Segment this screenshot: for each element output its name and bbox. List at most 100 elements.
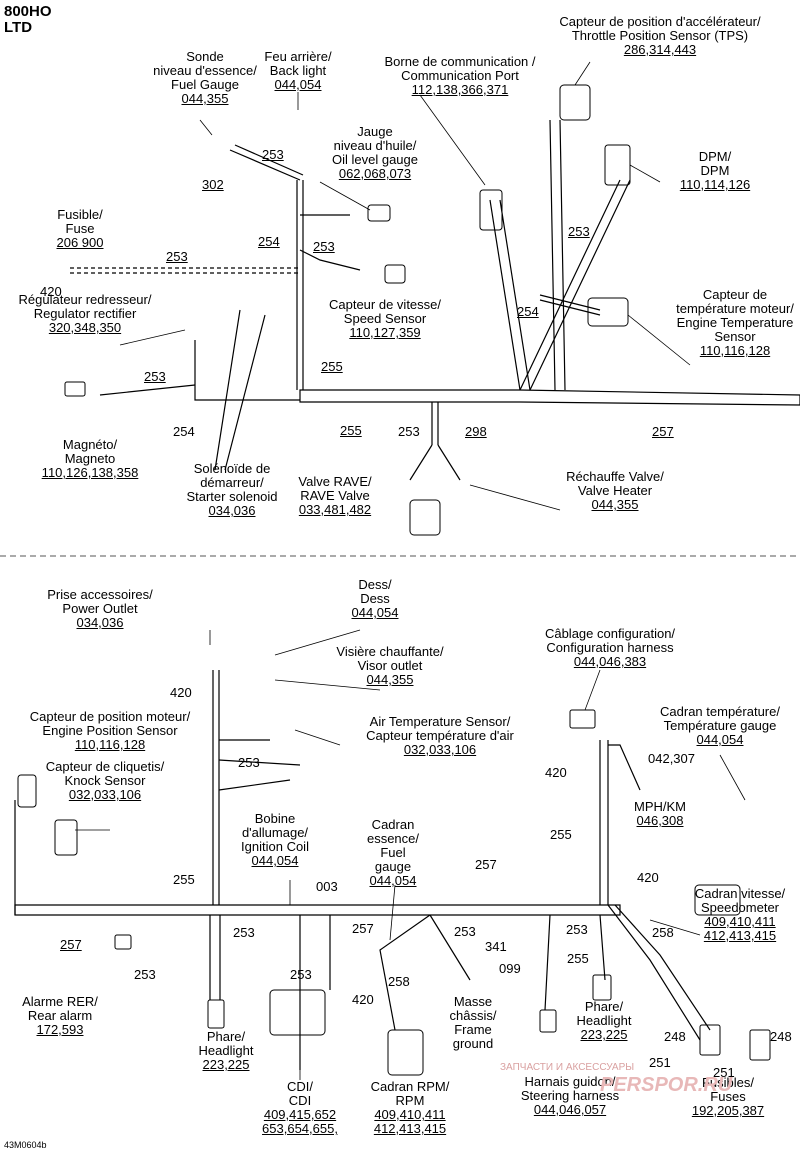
component-name-line: CDI [288, 1093, 312, 1108]
wire-part-number: 003 [316, 879, 338, 894]
component-name-line: Réchauffe Valve/ [566, 469, 664, 484]
component-name-line: Steering harness [520, 1088, 620, 1103]
component-name-line: Headlight [198, 1043, 254, 1058]
component-name-line: Capteur température d'air [366, 728, 514, 743]
component-codes: 223,225 [580, 1027, 628, 1042]
comm-port-icon [479, 189, 503, 231]
component-name-line: Ignition Coil [241, 839, 309, 854]
component-name-line: Configuration harness [546, 640, 674, 655]
component-callout: Capteur de position moteur/Engine Positi… [30, 710, 190, 752]
wire-part-number: 254 [258, 234, 280, 249]
component-codes: 044,054 [696, 732, 744, 747]
component-name-line: température moteur/ [676, 301, 794, 316]
component-codes: 062,068,073 [338, 166, 412, 181]
component-name-line: Dess/ [358, 577, 392, 592]
component-name-line: Jauge [357, 124, 393, 139]
component-name-line: Fusible/ [57, 207, 103, 222]
component-codes: 032,033,106 [403, 742, 477, 757]
component-codes: 044,054 [274, 77, 322, 92]
fuse-block-right-icon [749, 1029, 771, 1061]
wire-part-number: 253 [238, 755, 260, 770]
component-codes: 192,205,387 [691, 1103, 765, 1118]
component-name-line: essence/ [366, 831, 420, 846]
component-codes: 044,046,383 [573, 654, 647, 669]
wire-part-number: 253 [566, 922, 588, 937]
component-codes: 172,593 [36, 1022, 84, 1037]
component-codes: 044,046,057 [533, 1102, 607, 1117]
component-name-line: Valve RAVE/ [298, 474, 372, 489]
wire-part-number: 253 [568, 224, 590, 239]
component-codes: 034,036 [76, 615, 124, 630]
wire-part-number: 258 [388, 974, 410, 989]
component-name-line: d'allumage/ [241, 825, 309, 840]
component-name-line: Oil level gauge [332, 152, 418, 167]
wire-part-number: 420 [40, 284, 62, 299]
component-name-line: Harnais guidon/ [524, 1074, 616, 1089]
wire-part-number: 341 [485, 939, 507, 954]
component-name-line: Rear alarm [27, 1008, 93, 1023]
component-codes: 044,054 [351, 605, 399, 620]
component-name-line: CDI/ [287, 1079, 313, 1094]
harness-wires [0, 119, 800, 1070]
component-codes: 112,138,366,371 [411, 82, 509, 97]
component-name-line: Visière chauffante/ [336, 644, 444, 659]
component-name-line: Température gauge [663, 718, 777, 733]
wire-part-number: 257 [652, 424, 674, 439]
component-codes: 223,225 [202, 1057, 250, 1072]
component-codes: 044,355 [591, 497, 639, 512]
wire-part-number: 253 [166, 249, 188, 264]
component-codes: 044,054 [251, 853, 299, 868]
component-name-line: Capteur de vitesse/ [328, 297, 442, 312]
watermark-text: ЗАПЧАСТИ И АКСЕССУАРЫ [500, 1062, 635, 1073]
component-name-line: Valve Heater [577, 483, 653, 498]
component-codes: 110,116,128 [74, 737, 146, 752]
engine-position-sensor-icon [17, 774, 37, 808]
wire-part-number: 420 [545, 765, 567, 780]
wire-part-number: 420 [637, 870, 659, 885]
component-codes: 320,348,350 [48, 320, 122, 335]
component-name-line: Headlight [576, 1013, 632, 1028]
component-codes: 044,054 [369, 873, 417, 888]
component-name-line: Magnéto/ [62, 437, 118, 452]
component-codes: 110,114,126 [679, 177, 751, 192]
component-name-line: Bobine [254, 811, 296, 826]
component-name-line: Capteur de cliquetis/ [45, 759, 165, 774]
oil-gauge-icon [367, 204, 391, 222]
wire-part-number: 253 [454, 924, 476, 939]
wire-part-number: 255 [550, 827, 572, 842]
component-name-line: Capteur de position moteur/ [29, 709, 191, 724]
component-codes: 034,036 [208, 503, 256, 518]
component-name-line: Fusibles/ [701, 1075, 755, 1090]
component-name-line: niveau d'essence/ [153, 63, 257, 78]
component-codes: 110,126,138,358 [41, 465, 139, 480]
rpm-gauge-icon [387, 1029, 424, 1076]
component-codes: 409,410,411 [374, 1107, 446, 1122]
component-callout: Câblage configuration/Configuration harn… [545, 627, 675, 669]
wire-part-number: 254 [517, 304, 539, 319]
wire-part-number: 298 [465, 424, 487, 439]
component-codes: 409,415,652 [263, 1107, 337, 1122]
component-name-line: RAVE Valve [300, 488, 370, 503]
component-codes: 412,413,415 [703, 928, 777, 943]
tps-connector-icon [559, 84, 591, 121]
component-name-line: Régulateur redresseur/ [18, 292, 152, 307]
rear-alarm-icon [114, 934, 132, 950]
speed-sensor-icon [384, 264, 406, 284]
wire-part-number: 253 [134, 967, 156, 982]
wire-part-number: 257 [475, 857, 497, 872]
